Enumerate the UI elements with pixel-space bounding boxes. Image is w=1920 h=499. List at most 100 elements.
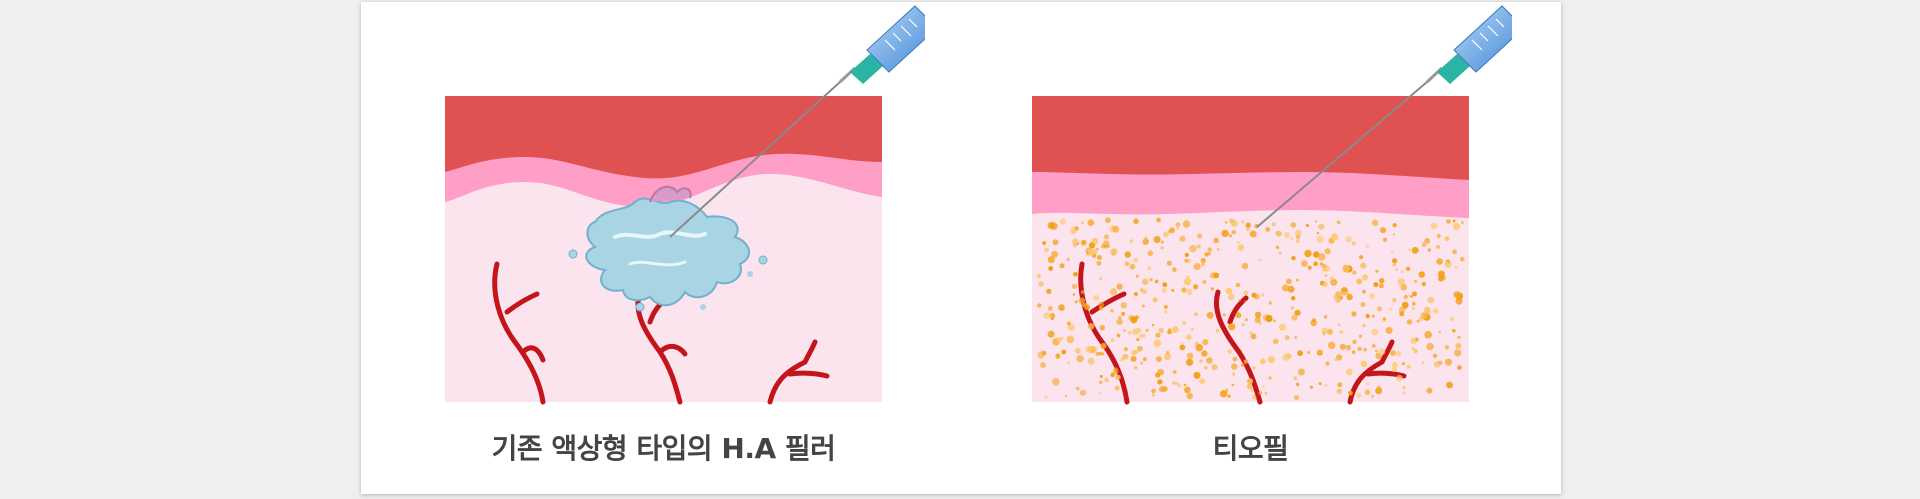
filler-particle (1265, 314, 1273, 323)
filler-particle (1241, 262, 1249, 270)
filler-particle (1050, 222, 1058, 230)
filler-particle (1098, 351, 1102, 356)
filler-particle (1186, 358, 1194, 366)
filler-particle (1092, 346, 1098, 352)
filler-particle (1454, 349, 1462, 357)
filler-particle (1446, 381, 1453, 389)
filler-particle (1244, 318, 1248, 322)
filler-particle (1162, 282, 1168, 288)
filler-particle (1360, 302, 1366, 307)
filler-particle (1444, 345, 1450, 350)
filler-particle (1330, 233, 1339, 241)
filler-particle (1345, 236, 1352, 243)
filler-particle (1206, 311, 1214, 319)
filler-particle (1392, 258, 1398, 264)
filler-particle (1412, 291, 1417, 297)
theofill-illustration (1032, 2, 1512, 422)
filler-particle (1407, 294, 1411, 297)
filler-particle (1252, 395, 1257, 400)
filler-particle (1164, 353, 1171, 361)
filler-particle (1133, 257, 1138, 263)
filler-particle (1366, 382, 1370, 386)
filler-particle (1400, 284, 1408, 291)
filler-particle (1408, 248, 1411, 251)
filler-particle (1186, 392, 1193, 400)
filler-particle (1228, 323, 1236, 331)
filler-particle (1110, 338, 1115, 342)
filler-particle (1202, 280, 1207, 285)
filler-particle (1052, 239, 1059, 246)
filler-particle (1351, 311, 1357, 317)
filler-particle (1047, 256, 1055, 264)
filler-particle (1246, 227, 1250, 232)
filler-particle (1321, 327, 1328, 334)
filler-particle (1330, 278, 1338, 286)
filler-particle (1365, 314, 1370, 319)
filler-particle (1241, 323, 1245, 327)
filler-particle (1183, 383, 1187, 387)
filler-particle (1348, 390, 1353, 396)
filler-particle (1078, 297, 1086, 304)
filler-particle (1087, 219, 1095, 226)
filler-particle (1122, 353, 1129, 360)
filler-particle (1265, 227, 1271, 232)
caption-theofill: 티오필 (1212, 432, 1289, 465)
filler-particle (1402, 362, 1405, 365)
filler-particle (1213, 272, 1220, 279)
comparison-card: 기존 액상형 타입의 H.A 필러 (361, 2, 1561, 494)
filler-particle (1241, 363, 1245, 367)
filler-particle (1294, 394, 1300, 401)
filler-particle (1179, 235, 1186, 242)
filler-particle (1436, 244, 1440, 249)
filler-particle (1254, 311, 1262, 319)
filler-particle (1278, 323, 1286, 331)
filler-particle (1321, 263, 1327, 269)
filler-particle (1249, 331, 1253, 335)
filler-particle (1130, 316, 1138, 324)
filler-particle (1373, 282, 1379, 288)
filler-particle (1433, 361, 1441, 368)
filler-particle (1247, 378, 1253, 385)
filler-particle (1088, 242, 1095, 249)
filler-particle (1461, 221, 1464, 224)
filler-particle (1360, 360, 1368, 368)
filler-particle (1329, 276, 1334, 281)
filler-particle (1147, 250, 1154, 257)
filler-particle (1326, 328, 1333, 335)
filler-particle (1413, 279, 1418, 284)
filler-particle (1392, 367, 1397, 372)
filler-particle (1294, 336, 1298, 339)
filler-particle (1345, 344, 1352, 351)
filler-particle (1290, 222, 1297, 228)
filler-particle (1087, 357, 1095, 365)
filler-particle (1273, 319, 1276, 323)
filler-particle (1123, 347, 1128, 352)
filler-particle (1047, 330, 1055, 338)
filler-particle (1195, 344, 1203, 352)
filler-particle (1194, 312, 1199, 317)
filler-particle (1290, 237, 1294, 241)
filler-particle (1095, 247, 1099, 251)
filler-particle (1427, 296, 1435, 304)
filler-particle (1352, 270, 1357, 275)
filler-particle (1110, 309, 1114, 313)
filler-particle (1297, 350, 1303, 357)
filler-particle (1402, 385, 1407, 390)
filler-particle (1168, 227, 1175, 234)
filler-particle (1428, 311, 1432, 314)
filler-particle (1334, 357, 1338, 362)
filler-particle (1172, 370, 1177, 374)
filler-particle (1112, 368, 1119, 375)
filler-particle (1099, 325, 1105, 331)
filler-particle (1201, 350, 1208, 357)
filler-particle (1142, 278, 1149, 285)
filler-particle (1400, 270, 1404, 273)
filler-particle (1436, 258, 1443, 265)
filler-particle (1231, 383, 1235, 387)
filler-particle (1112, 225, 1120, 233)
filler-particle (1184, 252, 1189, 257)
filler-particle (1158, 327, 1164, 333)
filler-particle (1363, 347, 1367, 352)
filler-particle (1207, 247, 1213, 252)
filler-particle (1190, 328, 1194, 331)
